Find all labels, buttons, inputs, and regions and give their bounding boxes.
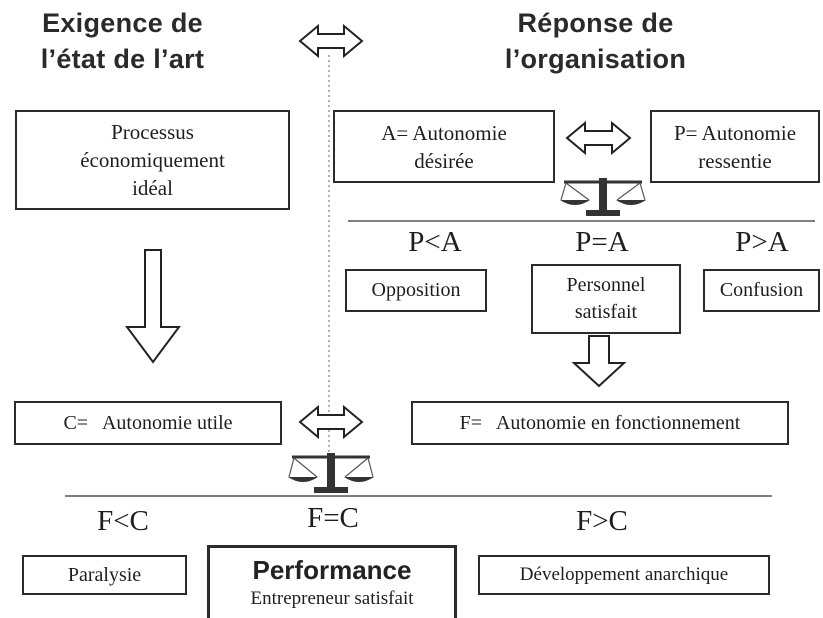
header-right-line2: l’organisation (504, 44, 687, 74)
confusion-label: Confusion (719, 279, 804, 301)
personnel-satisfait-box: Personnel satisfait (531, 264, 681, 334)
double-arrow-icon (565, 120, 632, 156)
processus-line1: Processus (111, 120, 194, 144)
autonomie-fonctionnement-label: F= Autonomie en fonctionnement (459, 411, 741, 434)
autonomie-utile-box: C= Autonomie utile (14, 401, 282, 445)
header-left: Exigence de l’état de l’art (10, 5, 235, 77)
autonomie-ressentie-box: P= Autonomie ressentie (650, 110, 820, 183)
processus-box: Processus économiquement idéal (15, 110, 290, 210)
performance-subtitle: Entrepreneur satisfait (250, 588, 414, 609)
comparison-p-less-a: P<A (408, 226, 462, 258)
header-left-line1: Exigence de (42, 8, 203, 38)
double-arrow-icon (298, 23, 364, 59)
autonomie-ressentie-line2: ressentie (698, 148, 772, 173)
opposition-label: Opposition (371, 279, 461, 301)
comparison-p-equal-a: P=A (575, 226, 629, 258)
down-arrow-icon (125, 249, 181, 364)
balance-scale-icon (560, 178, 646, 216)
header-right-line1: Réponse de (517, 8, 674, 38)
comparison-f-less-c: F<C (97, 505, 149, 537)
double-arrow-icon (298, 404, 364, 440)
developpement-label: Développement anarchique (519, 564, 729, 585)
header-right: Réponse de l’organisation (483, 5, 708, 77)
processus-line2: économiquement (80, 148, 225, 172)
paralysie-box: Paralysie (22, 555, 187, 595)
developpement-box: Développement anarchique (478, 555, 770, 595)
autonomie-ressentie-line1: P= Autonomie (673, 120, 797, 145)
performance-title: Performance (252, 555, 412, 585)
autonomie-utile-label: C= Autonomie utile (63, 411, 233, 434)
personnel-satisfait-line2: satisfait (574, 301, 638, 323)
balance-scale-icon (288, 453, 374, 493)
paralysie-label: Paralysie (67, 563, 142, 586)
autonomie-desiree-line1: A= Autonomie (381, 120, 507, 145)
opposition-box: Opposition (345, 269, 487, 312)
performance-box: Performance Entrepreneur satisfait (207, 545, 457, 618)
processus-line3: idéal (132, 176, 173, 200)
personnel-satisfait-line1: Personnel (566, 274, 646, 296)
comparison-p-greater-a: P>A (735, 226, 789, 258)
autonomie-fonctionnement-box: F= Autonomie en fonctionnement (411, 401, 789, 445)
comparison-f-greater-c: F>C (576, 505, 628, 537)
down-arrow-icon (571, 335, 627, 388)
header-left-line2: l’état de l’art (40, 44, 205, 74)
comparison-f-equal-c: F=C (307, 502, 359, 534)
autonomie-desiree-box: A= Autonomie désirée (333, 110, 555, 183)
autonomie-desiree-line2: désirée (414, 148, 474, 173)
confusion-box: Confusion (703, 269, 820, 312)
